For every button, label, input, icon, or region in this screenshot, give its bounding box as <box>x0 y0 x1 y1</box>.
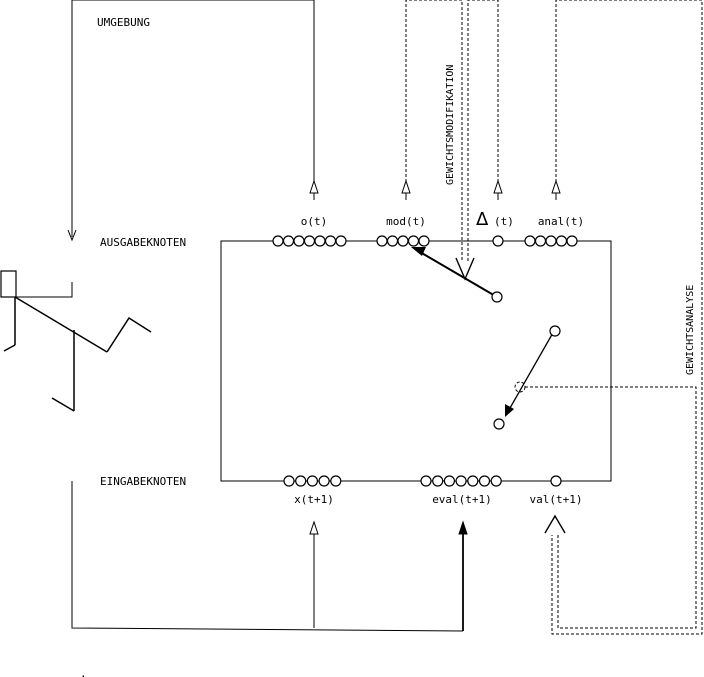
input-node <box>550 475 562 487</box>
output-node <box>397 235 409 247</box>
input-node <box>432 475 444 487</box>
environment-loop <box>67 0 468 632</box>
network-box <box>220 240 612 482</box>
input-node <box>283 475 295 487</box>
output-node <box>335 235 347 247</box>
input-node-rows <box>283 475 562 487</box>
input-node <box>295 475 307 487</box>
internal-node <box>491 291 503 303</box>
input-node <box>478 475 491 487</box>
output-nodes-label: AUSGABEKNOTEN <box>100 236 186 249</box>
input-label-eval: eval(t+1) <box>432 493 492 506</box>
input-node <box>455 475 467 487</box>
internal-node <box>493 418 505 430</box>
output-node <box>492 235 504 247</box>
output-node <box>314 235 326 247</box>
weight-analysis-loop <box>514 0 703 635</box>
output-node <box>386 235 399 247</box>
input-node <box>490 475 502 487</box>
output-node <box>545 235 557 247</box>
input-node <box>467 475 479 487</box>
input-node <box>330 475 342 487</box>
delta-symbol: Δ <box>476 209 489 230</box>
footer-dot: . <box>80 667 87 677</box>
internal-nodes <box>491 291 561 430</box>
input-label-x: x(t+1) <box>294 493 334 506</box>
input-node <box>318 475 330 487</box>
output-node <box>376 235 388 247</box>
internal-node <box>549 325 561 337</box>
input-node <box>420 475 432 487</box>
output-label-anal: anal(t) <box>538 215 584 228</box>
input-label-val: val(t+1) <box>530 493 583 506</box>
input-nodes-label: EINGABEKNOTEN <box>100 475 186 488</box>
output-node <box>407 235 420 247</box>
output-node <box>555 235 568 247</box>
output-node <box>534 235 547 247</box>
output-node <box>418 235 430 247</box>
output-node <box>524 235 536 247</box>
output-node <box>293 235 305 247</box>
weight-modification-label: GEWICHTSMODIFIKATION <box>445 65 456 185</box>
output-label-o: o(t) <box>301 215 328 228</box>
output-node-rows <box>272 235 578 247</box>
output-node <box>324 235 337 247</box>
environment-figure <box>0 270 152 412</box>
output-label-mod: mod(t) <box>386 215 426 228</box>
output-node <box>303 235 316 247</box>
weight-analysis-label: GEWICHTSANALYSE <box>685 285 696 375</box>
input-node <box>306 475 318 487</box>
output-node <box>272 235 284 247</box>
input-node <box>443 475 455 487</box>
delta-label: (t) <box>494 215 514 228</box>
output-node <box>282 235 295 247</box>
output-arrows <box>309 179 561 200</box>
internal-connections <box>411 247 555 417</box>
environment-label: UMGEBUNG <box>97 16 150 29</box>
output-node <box>566 235 578 247</box>
